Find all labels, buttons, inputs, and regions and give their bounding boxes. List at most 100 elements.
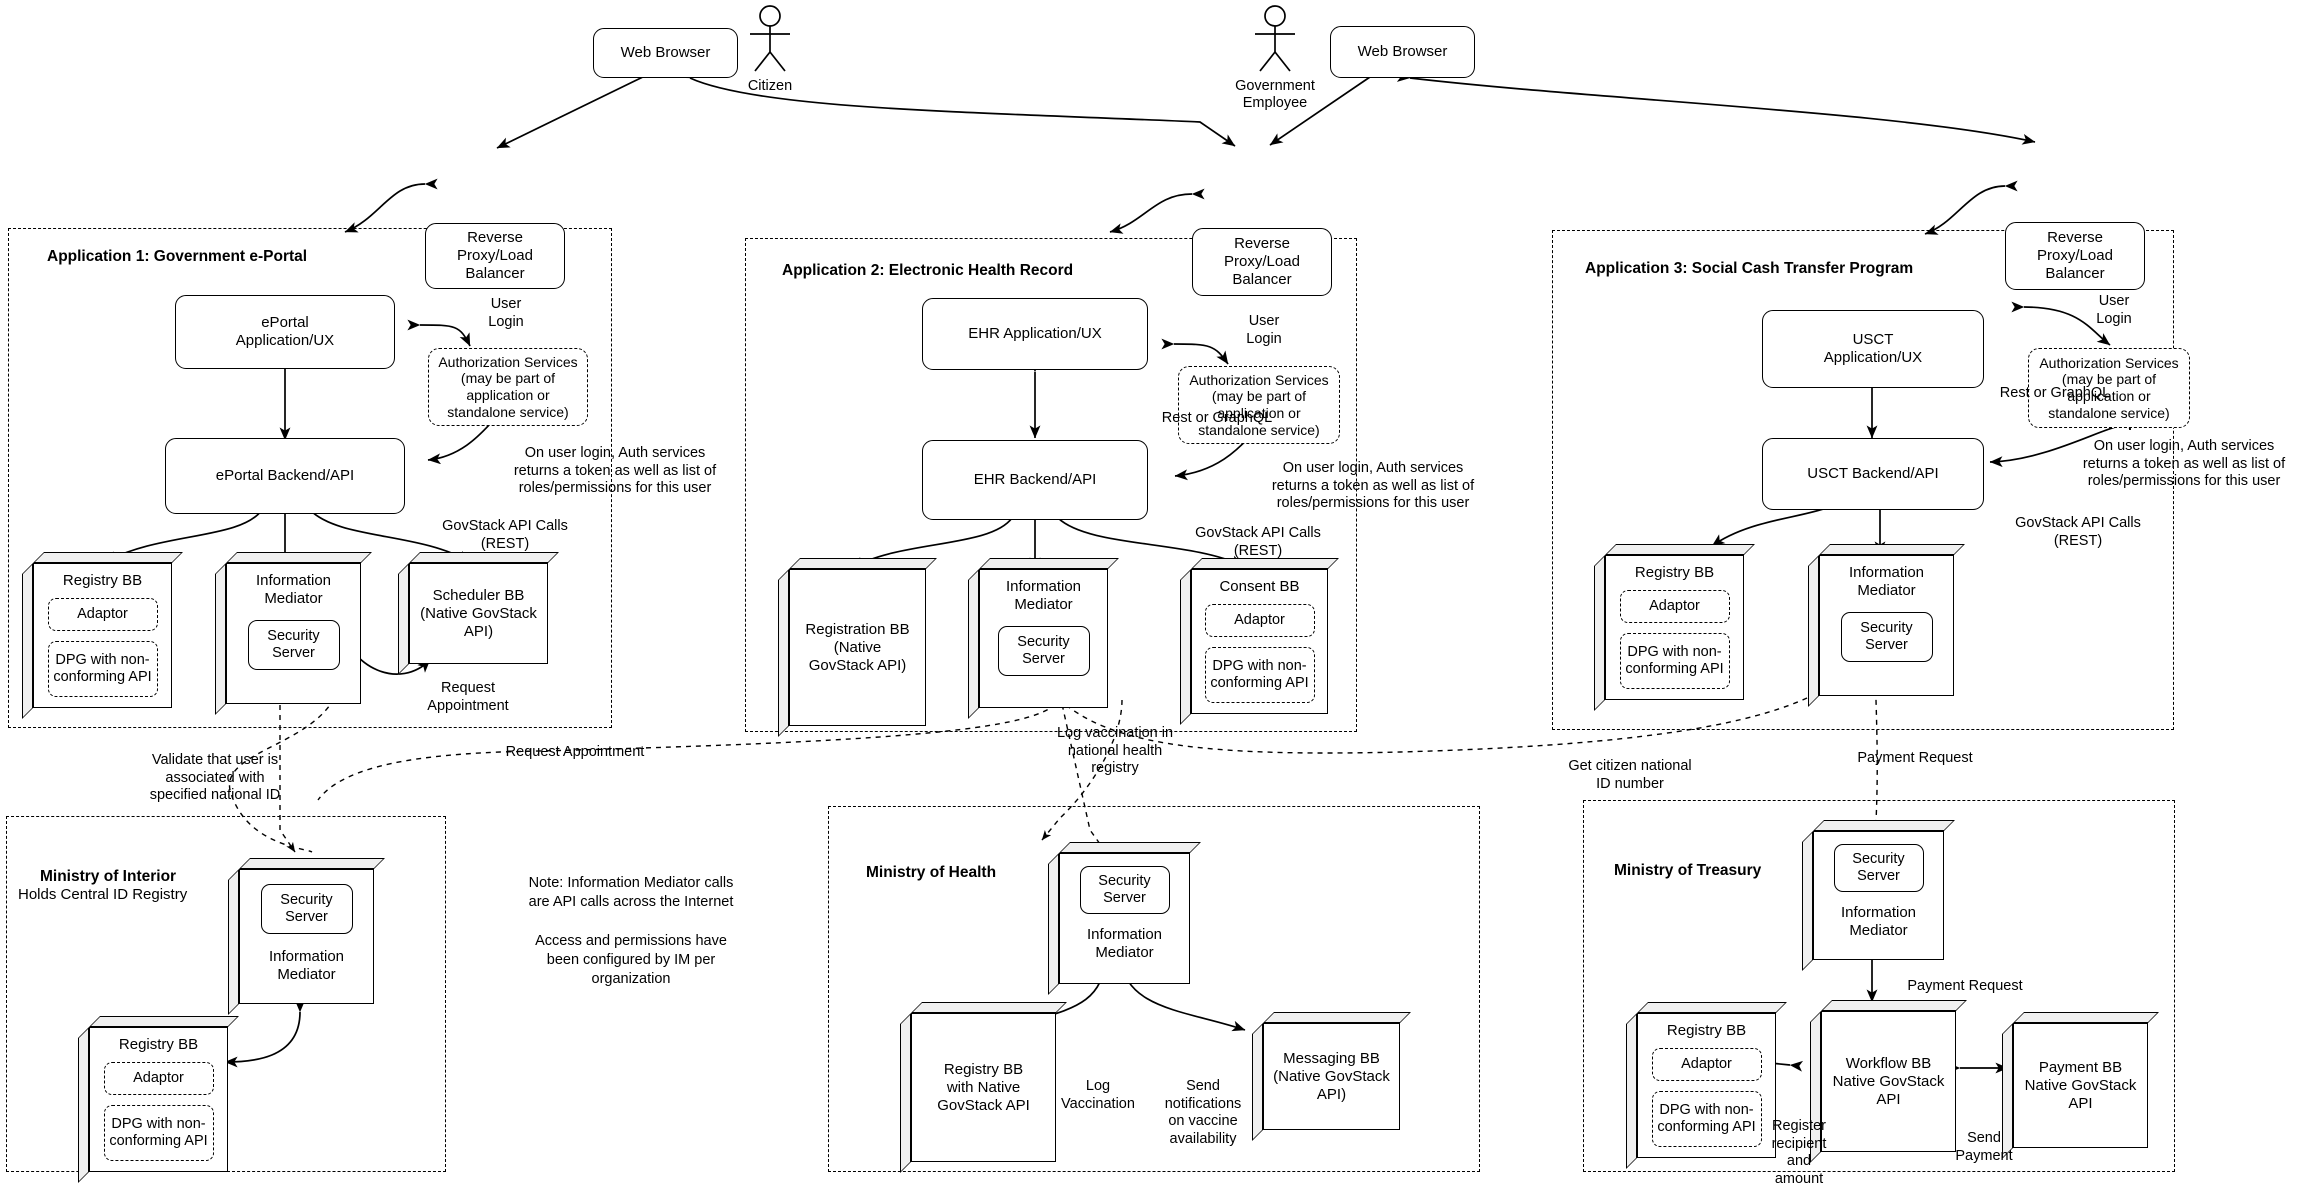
cube-top bbox=[979, 558, 1119, 569]
app3-adaptor[interactable]: Adaptor bbox=[1619, 590, 1730, 623]
app3-information-mediator[interactable]: Information Mediator Security Server bbox=[1808, 544, 1965, 707]
ministry-treasury-information-mediator[interactable]: Security Server Information Mediator bbox=[1802, 820, 1955, 971]
app2-adaptor[interactable]: Adaptor bbox=[1204, 604, 1315, 637]
reverse-proxy-app3[interactable]: Reverse Proxy/Load Balancer bbox=[2005, 222, 2145, 290]
ministry-treasury-dpg[interactable]: DPG with non- conforming API bbox=[1651, 1091, 1762, 1147]
ministry-health-security-server[interactable]: Security Server bbox=[1079, 866, 1170, 914]
cube-face: Registration BB (Native GovStack API) bbox=[789, 569, 926, 726]
ministry-health-messaging-bb[interactable]: Messaging BB (Native GovStack API) bbox=[1252, 1012, 1411, 1141]
cube-face: Security Server Information Mediator bbox=[239, 869, 374, 1004]
web-browser-citizen[interactable]: Web Browser bbox=[593, 28, 738, 78]
app2-registration-bb[interactable]: Registration BB (Native GovStack API) bbox=[778, 558, 937, 737]
zone-ministry-treasury bbox=[1583, 800, 2175, 1172]
zone-ministry-interior-title: Ministry of Interior bbox=[40, 868, 177, 885]
cube-top bbox=[1191, 558, 1339, 569]
ministry-interior-security-server[interactable]: Security Server bbox=[260, 884, 353, 934]
ministry-interior-information-mediator[interactable]: Security Server Information Mediator bbox=[228, 858, 385, 1015]
usct-backend-api-label: USCT Backend/API bbox=[1807, 465, 1939, 483]
app3-security-server[interactable]: Security Server bbox=[1840, 612, 1933, 662]
ministry-treasury-registry-bb[interactable]: Registry BB Adaptor DPG with non- confor… bbox=[1626, 1002, 1787, 1169]
ministry-health-information-mediator-label: Information Mediator bbox=[1086, 926, 1163, 961]
ministry-treasury-payment-bb-label: Payment BB Native GovStack API bbox=[2024, 1058, 2137, 1112]
ministry-treasury-payment-bb[interactable]: Payment BB Native GovStack API bbox=[2002, 1012, 2159, 1159]
ministry-interior-registry-bb[interactable]: Registry BB Adaptor DPG with non- confor… bbox=[78, 1016, 239, 1183]
eportal-application-ux-label: ePortal Application/UX bbox=[235, 314, 335, 349]
ministry-treasury-workflow-bb-label: Workflow BB Native GovStack API bbox=[1832, 1054, 1945, 1108]
web-browser-citizen-label: Web Browser bbox=[620, 44, 711, 62]
rest-graphql-label-app3: Rest or GraphQL bbox=[1999, 385, 2111, 401]
log-vaccination-label: Log Vaccination bbox=[1061, 1078, 1135, 1112]
auth-services-app1-label: Authorization Services (may be part of a… bbox=[438, 353, 578, 420]
zone-ministry-treasury-title: Ministry of Treasury bbox=[1614, 862, 1762, 879]
app3-dpg[interactable]: DPG with non- conforming API bbox=[1619, 633, 1730, 689]
cube-face: Information Mediator Security Server bbox=[226, 563, 361, 704]
zone-ministry-health bbox=[828, 806, 1480, 1172]
web-browser-employee[interactable]: Web Browser bbox=[1330, 26, 1475, 78]
app1-dpg[interactable]: DPG with non- conforming API bbox=[47, 641, 158, 697]
cube-side bbox=[778, 569, 789, 737]
cube-face: Messaging BB (Native GovStack API) bbox=[1263, 1023, 1400, 1130]
app1-scheduler-bb[interactable]: Scheduler BB (Native GovStack API) bbox=[398, 552, 559, 675]
government-employee-actor-label: Government Employee bbox=[1235, 78, 1315, 112]
auth-services-app1[interactable]: Authorization Services (may be part of a… bbox=[428, 348, 588, 426]
zone-application-2 bbox=[745, 238, 1357, 732]
usct-application-ux[interactable]: USCT Application/UX bbox=[1762, 310, 1984, 388]
ministry-treasury-workflow-bb[interactable]: Workflow BB Native GovStack API bbox=[1810, 1000, 1967, 1163]
app2-security-server[interactable]: Security Server bbox=[997, 626, 1090, 676]
cube-face: Payment BB Native GovStack API bbox=[2013, 1023, 2148, 1148]
ministry-treasury-security-server[interactable]: Security Server bbox=[1833, 844, 1924, 892]
cube-top bbox=[789, 558, 937, 569]
get-citizen-id-label: Get citizen national ID number bbox=[1568, 758, 1692, 792]
app1-security-server[interactable]: Security Server bbox=[247, 620, 340, 670]
zone-application-3-title: Application 3: Social Cash Transfer Prog… bbox=[1585, 260, 1914, 277]
ehr-application-ux-label: EHR Application/UX bbox=[968, 325, 1102, 343]
payment-request-cross-label: Payment Request bbox=[1857, 750, 1973, 766]
eportal-application-ux[interactable]: ePortal Application/UX bbox=[175, 295, 395, 369]
ministry-health-information-mediator[interactable]: Security Server Information Mediator bbox=[1048, 842, 1201, 995]
ministry-interior-information-mediator-label: Information Mediator bbox=[268, 948, 345, 983]
app3-registry-bb[interactable]: Registry BB Adaptor DPG with non- confor… bbox=[1594, 544, 1755, 711]
user-login-label-app2: User Login bbox=[1246, 313, 1282, 347]
user-login-label-app3: User Login bbox=[2096, 293, 2132, 327]
eportal-backend-api[interactable]: ePortal Backend/API bbox=[165, 438, 405, 514]
app1-registry-bb[interactable]: Registry BB Adaptor DPG with non- confor… bbox=[22, 552, 183, 719]
app3-registry-bb-label: Registry BB bbox=[1634, 564, 1715, 581]
cube-face: Registry BB Adaptor DPG with non- confor… bbox=[1637, 1013, 1776, 1158]
app1-scheduler-bb-label: Scheduler BB (Native GovStack API) bbox=[420, 586, 537, 640]
cube-top bbox=[1263, 1012, 1411, 1023]
app2-consent-bb-label: Consent BB bbox=[1219, 578, 1300, 595]
reverse-proxy-app1[interactable]: Reverse Proxy/Load Balancer bbox=[425, 223, 565, 289]
zone-application-2-title: Application 2: Electronic Health Record bbox=[782, 262, 1074, 279]
reverse-proxy-app1-label: Reverse Proxy/Load Balancer bbox=[457, 229, 533, 282]
app2-information-mediator[interactable]: Information Mediator Security Server bbox=[968, 558, 1119, 719]
govstack-api-label-app1: GovStack API Calls (REST) bbox=[442, 518, 568, 552]
ministry-interior-dpg[interactable]: DPG with non- conforming API bbox=[103, 1105, 214, 1161]
usct-backend-api[interactable]: USCT Backend/API bbox=[1762, 438, 1984, 510]
ehr-backend-api[interactable]: EHR Backend/API bbox=[922, 440, 1148, 520]
cube-side bbox=[228, 869, 239, 1015]
reverse-proxy-app2[interactable]: Reverse Proxy/Load Balancer bbox=[1192, 228, 1332, 296]
govstack-api-label-app3: GovStack API Calls (REST) bbox=[2015, 515, 2141, 549]
app2-information-mediator-label: Information Mediator bbox=[1005, 578, 1082, 613]
ehr-application-ux[interactable]: EHR Application/UX bbox=[922, 298, 1148, 370]
app2-consent-bb[interactable]: Consent BB Adaptor DPG with non- conform… bbox=[1180, 558, 1339, 725]
ministry-interior-adaptor[interactable]: Adaptor bbox=[103, 1062, 214, 1095]
cube-side bbox=[215, 563, 226, 715]
rest-graphql-label-app2: Rest or GraphQL bbox=[1161, 410, 1273, 426]
app2-dpg[interactable]: DPG with non- conforming API bbox=[1204, 647, 1315, 703]
ministry-health-messaging-bb-label: Messaging BB (Native GovStack API) bbox=[1273, 1049, 1390, 1103]
zone-ministry-interior-subtitle: Holds Central ID Registry bbox=[18, 886, 188, 903]
cube-top bbox=[1813, 820, 1955, 831]
auth-services-app3[interactable]: Authorization Services (may be part of a… bbox=[2028, 348, 2190, 428]
zone-application-1-title: Application 1: Government e-Portal bbox=[47, 248, 308, 265]
cube-side bbox=[1626, 1013, 1637, 1169]
reverse-proxy-app2-label: Reverse Proxy/Load Balancer bbox=[1224, 235, 1300, 288]
ministry-treasury-registry-bb-label: Registry BB bbox=[1666, 1022, 1747, 1039]
ministry-treasury-adaptor[interactable]: Adaptor bbox=[1651, 1048, 1762, 1081]
app1-information-mediator[interactable]: Information Mediator Security Server bbox=[215, 552, 372, 715]
ministry-health-registry-bb[interactable]: Registry BB with Native GovStack API bbox=[900, 1002, 1067, 1173]
auth-note-app3: On user login, Auth services returns a t… bbox=[2082, 438, 2286, 490]
cube-side bbox=[968, 569, 979, 719]
auth-services-app2[interactable]: Authorization Services (may be part of a… bbox=[1178, 366, 1340, 444]
app1-adaptor[interactable]: Adaptor bbox=[47, 598, 158, 631]
